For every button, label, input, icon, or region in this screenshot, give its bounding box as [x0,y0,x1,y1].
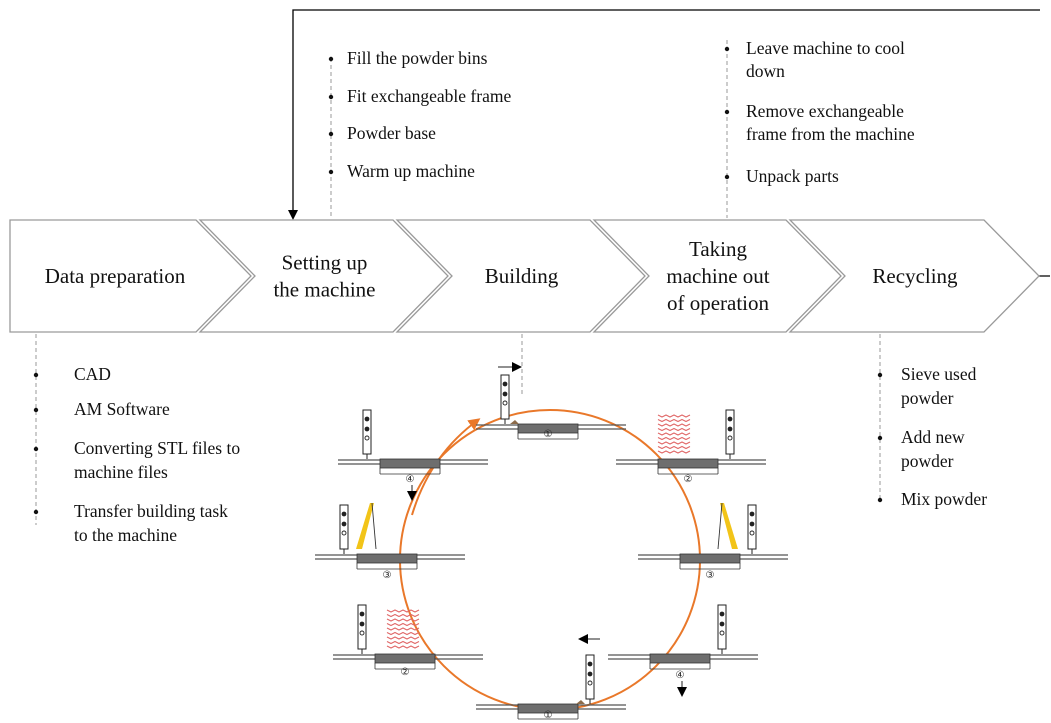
step-number: ① [544,710,553,721]
stage-label: of operation [667,291,770,315]
bullet-text: Transfer building task [74,501,228,521]
bullet-text: machine files [74,462,168,482]
bullet-item: Mix powder [877,489,987,509]
step-number: ① [544,429,553,440]
bullet-dot [877,435,883,441]
bullet-item: CAD [33,364,111,384]
platform-lower-icon: ④ [338,409,488,501]
bullet-item: Fit exchangeable frame [328,86,511,106]
stage-label: Recycling [872,264,958,288]
bullet-item: Unpack parts [724,166,839,186]
platform-lower-icon: ④ [608,604,758,697]
step-number: ② [684,474,693,485]
bullet-dot [877,372,883,378]
bullet-text: frame from the machine [746,124,915,144]
bullet-item: Remove exchangeable frame from the machin… [724,101,915,144]
bullet-dot [724,174,730,180]
bullet-dot [33,446,39,452]
recoater-spread-icon: ① [476,634,626,721]
dashed-connectors [35,40,881,525]
bullet-item: Add new powder [877,427,965,471]
stage-recycling: Recycling [788,219,1040,333]
laser-melt-icon: ② [333,604,483,678]
bullet-text: Sieve used [901,364,977,384]
bullet-item: Sieve used powder [877,364,977,408]
bullet-text: Add new [901,427,965,447]
stage-label: Building [485,264,559,288]
step-number: ④ [406,474,415,485]
bullet-item: Converting STL files to machine files [33,438,240,482]
bullet-text: AM Software [74,399,170,419]
step-number: ② [401,667,410,678]
step-number: ③ [706,570,715,581]
stage-label: machine out [666,264,769,288]
bullet-dot [328,56,334,62]
bullet-item: Powder base [328,123,436,143]
bullet-text: Converting STL files to [74,438,240,458]
bullet-text: to the machine [74,525,177,545]
bullet-dot [328,131,334,137]
bullet-dot [33,372,39,378]
bullet-item: Transfer building task to the machine [33,501,228,545]
build-cycle: ① ② ③ ④ ① ② ③ ④ [315,362,788,721]
bullet-dot [724,109,730,115]
bullet-text: Leave machine to cool [746,38,905,58]
cycle-path [399,409,701,711]
scan-beam-icon: ③ [638,502,788,581]
bullet-dot [328,94,334,100]
bullet-text: powder [901,388,954,408]
bullet-text: Mix powder [901,489,987,509]
stage-label: Data preparation [45,264,186,288]
bullet-dot [33,407,39,413]
stage-building: Building [395,219,646,333]
bullet-text: Fill the powder bins [347,48,488,68]
bullet-text: Remove exchangeable [746,101,904,121]
bullet-text: Fit exchangeable frame [347,86,511,106]
bullet-dot [877,497,883,503]
stage-data-preparation: Data preparation [9,219,252,333]
bullet-text: down [746,61,785,81]
recoater-spread-icon: ① [476,362,626,440]
stage-setting-up: Setting up the machine [198,219,449,333]
bullet-dot [724,46,730,52]
stage-label: the machine [273,278,375,302]
bullet-dot [33,509,39,515]
scan-beam-icon: ③ [315,502,465,581]
bullet-text: powder [901,451,954,471]
stage-label: Taking [689,237,748,261]
stage-taking-out: Taking machine out of operation [592,219,842,333]
laser-melt-icon: ② [616,409,766,485]
bullet-text: Warm up machine [347,161,475,181]
step-number: ③ [383,570,392,581]
stage-label: Setting up [282,251,368,275]
bullet-item: Warm up machine [328,161,475,181]
bullet-item: Leave machine to cool down [724,38,905,81]
bullet-item: AM Software [33,399,170,419]
bullet-text: Unpack parts [746,166,839,186]
bullet-text: CAD [74,364,111,384]
bullet-dot [328,169,334,175]
bullet-item: Fill the powder bins [328,48,488,68]
bullet-text: Powder base [347,123,436,143]
step-number: ④ [676,670,685,681]
stage-chevrons: Data preparation Setting up the machine Bui… [9,219,1040,333]
